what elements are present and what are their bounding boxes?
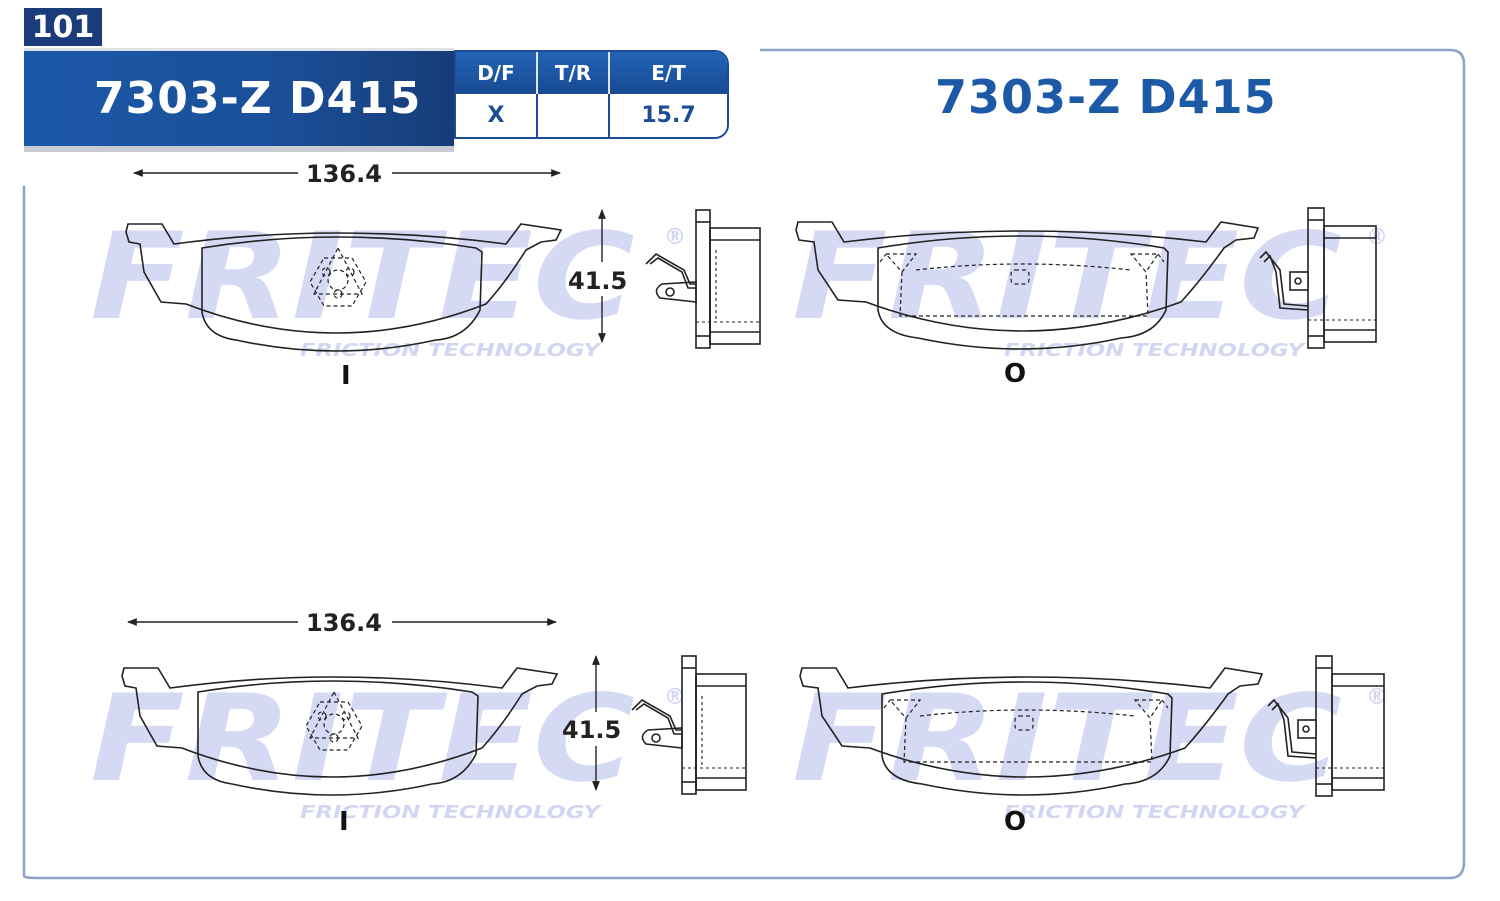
inner-side-view-bottom [631,655,747,795]
svg-text:FRITEC: FRITEC [90,208,635,347]
height-label-top: 41.5 [568,267,627,295]
watermark-bottom-left: FRITEC FRICTION TECHNOLOGY ® [90,670,686,823]
svg-text:FRITEC: FRITEC [90,670,635,809]
header-band: 7303-Z D415 [24,48,454,152]
part-number-title: 7303-Z D415 [94,73,422,124]
spec-header-tr: T/R [538,52,610,94]
svg-text:FRITEC: FRITEC [792,670,1342,809]
spec-value-df: X [456,94,538,137]
spec-header-et: E/T [610,52,727,94]
svg-text:FRITEC: FRITEC [792,208,1342,347]
width-label-bottom: 136.4 [306,609,382,637]
height-dimension-top: 41.5 [568,209,627,343]
watermark-top-left: FRITEC FRICTION TECHNOLOGY ® [90,208,686,361]
svg-text:®: ® [664,685,686,710]
frame-border [22,48,1466,880]
svg-text:®: ® [664,225,686,250]
inner-label-bottom: I [339,807,349,837]
width-dimension-bottom: 136.4 [127,609,557,637]
outer-label-top: O [1004,359,1026,389]
width-label-top: 136.4 [306,160,382,188]
inner-label-top: I [341,361,351,391]
height-label-bottom: 41.5 [562,716,621,744]
right-part-number-title: 7303-Z D415 [935,70,1277,124]
spec-value-et: 15.7 [641,103,696,128]
spec-header-df: D/F [456,52,538,94]
page-number: 101 [24,8,102,46]
svg-text:®: ® [1366,685,1388,710]
svg-text:FRICTION TECHNOLOGY: FRICTION TECHNOLOGY [300,340,602,361]
height-dimension-bottom: 41.5 [562,655,621,791]
outer-label-bottom: O [1004,807,1026,837]
svg-text:®: ® [1366,225,1388,250]
svg-text:FRICTION TECHNOLOGY: FRICTION TECHNOLOGY [300,802,602,823]
width-dimension-top: 136.4 [133,160,561,188]
spec-value-tr [538,94,610,137]
spec-table: D/F T/R E/T X 15.7 [454,50,729,139]
svg-text:FRICTION TECHNOLOGY: FRICTION TECHNOLOGY [1004,340,1306,361]
svg-text:FRICTION TECHNOLOGY: FRICTION TECHNOLOGY [1004,802,1306,823]
